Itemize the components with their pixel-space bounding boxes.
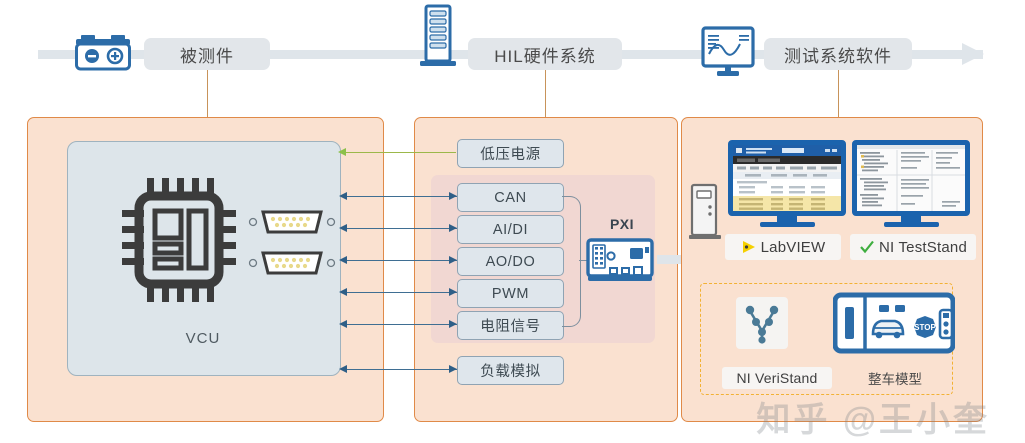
flow-label-hil: HIL硬件系统 — [468, 38, 622, 70]
signal-arrow-left — [339, 320, 347, 328]
product-teststand-label: NI TestStand — [878, 238, 967, 256]
stem-hil — [545, 70, 546, 117]
pxi-label: PXI — [609, 216, 635, 232]
vcu-label: VCU — [185, 330, 221, 347]
product-labview[interactable]: LabVIEW — [725, 234, 841, 260]
stem-dut — [207, 70, 208, 117]
block-load-simulation[interactable]: 负载模拟 — [457, 356, 564, 385]
block-ai-di[interactable]: AI/DI — [457, 215, 564, 244]
signal-arrow-right — [449, 320, 457, 328]
signal-arrow-right — [449, 288, 457, 296]
monitor-waveform-icon — [698, 26, 758, 78]
signal-arrow-left — [339, 365, 347, 373]
product-labview-label: LabVIEW — [760, 238, 826, 256]
monitor-labview-screen — [728, 140, 846, 216]
vehicle-model-label: 整车模型 — [868, 372, 922, 387]
microchip-icon — [122, 178, 236, 302]
battery-icon — [72, 30, 134, 74]
desktop-tower-icon — [688, 183, 722, 245]
signal-line-resistance — [347, 324, 457, 326]
signal-line-load — [347, 369, 457, 371]
pxi-card-icon — [586, 236, 656, 284]
signal-arrow-left — [339, 192, 347, 200]
monitor-teststand-screen — [852, 140, 970, 216]
block-low-voltage-power[interactable]: 低压电源 — [457, 139, 564, 168]
signal-line-can — [347, 196, 457, 198]
monitor-stand — [901, 216, 921, 223]
monitor-teststand — [852, 140, 972, 228]
signal-arrow-left — [339, 224, 347, 232]
signal-arrow-right — [449, 224, 457, 232]
monitor-labview — [728, 140, 848, 228]
flow-bar-arrowhead — [962, 43, 984, 65]
signal-line-aodo — [347, 260, 457, 262]
monitor-stand — [777, 216, 797, 223]
flow-label-dut: 被测件 — [144, 38, 270, 70]
signal-arrow-right — [449, 256, 457, 264]
block-resistance-signal[interactable]: 电阻信号 — [457, 311, 564, 340]
signal-line-pwm — [347, 292, 457, 294]
product-teststand[interactable]: NI TestStand — [850, 234, 976, 260]
power-arrowhead — [338, 148, 346, 156]
veristand-label: NI VeriStand — [722, 367, 832, 389]
watermark: 知乎 @王小奎 — [756, 401, 990, 439]
bracket-connector — [579, 260, 589, 262]
block-can[interactable]: CAN — [457, 183, 564, 212]
db9-connector-icon — [247, 248, 337, 278]
signal-arrow-left — [339, 288, 347, 296]
green-check-icon — [859, 240, 875, 254]
power-line — [346, 152, 456, 154]
db9-connector-icon — [247, 207, 337, 237]
server-rack-icon — [416, 4, 460, 70]
svg-text:STOP: STOP — [914, 323, 936, 332]
flow-label-software: 测试系统软件 — [764, 38, 912, 70]
vehicle-simulation-icon: STOP — [833, 292, 955, 356]
monitor-base — [884, 222, 939, 227]
signal-arrow-right — [449, 365, 457, 373]
signal-arrow-left — [339, 256, 347, 264]
veristand-node-icon — [736, 297, 788, 349]
stem-software — [838, 70, 839, 117]
signal-arrow-right — [449, 192, 457, 200]
monitor-base — [760, 222, 815, 227]
block-ao-do[interactable]: AO/DO — [457, 247, 564, 276]
labview-arrow-icon — [741, 240, 757, 254]
block-pwm[interactable]: PWM — [457, 279, 564, 308]
signal-bracket — [562, 196, 581, 327]
signal-line-aidi — [347, 228, 457, 230]
